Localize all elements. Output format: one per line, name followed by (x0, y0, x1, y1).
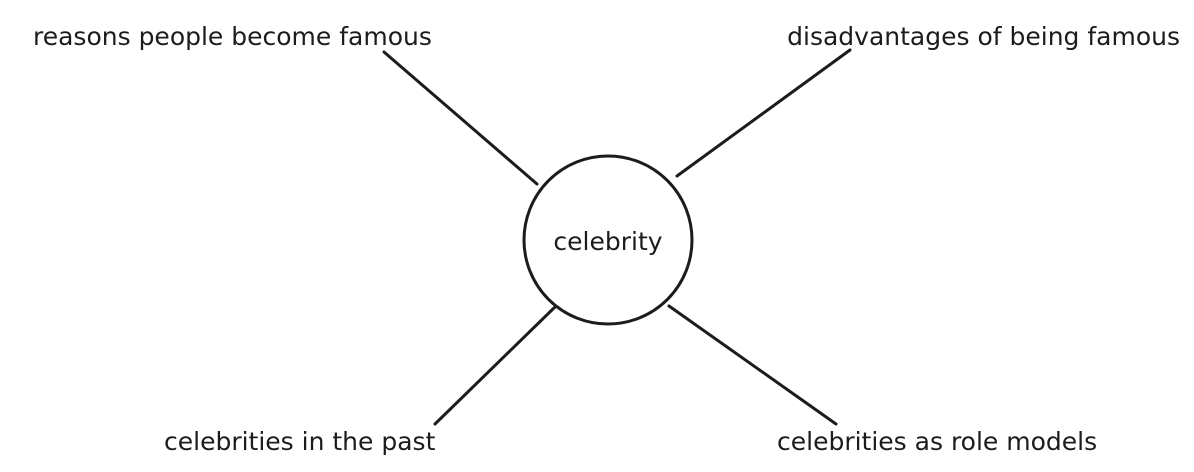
branch-label-bottom-left: celebrities in the past (164, 427, 436, 456)
branch-line-bottom-left (433, 304, 558, 426)
branch-label-top-right: disadvantages of being famous (787, 22, 1180, 51)
center-node-circle (522, 154, 694, 326)
branch-line-top-left (382, 50, 539, 186)
branch-label-top-left: reasons people become famous (33, 22, 432, 51)
branch-line-bottom-right (667, 304, 838, 426)
branch-label-bottom-right: celebrities as role models (777, 427, 1098, 456)
branch-line-top-right (675, 48, 852, 178)
center-node-label: celebrity (553, 227, 663, 256)
